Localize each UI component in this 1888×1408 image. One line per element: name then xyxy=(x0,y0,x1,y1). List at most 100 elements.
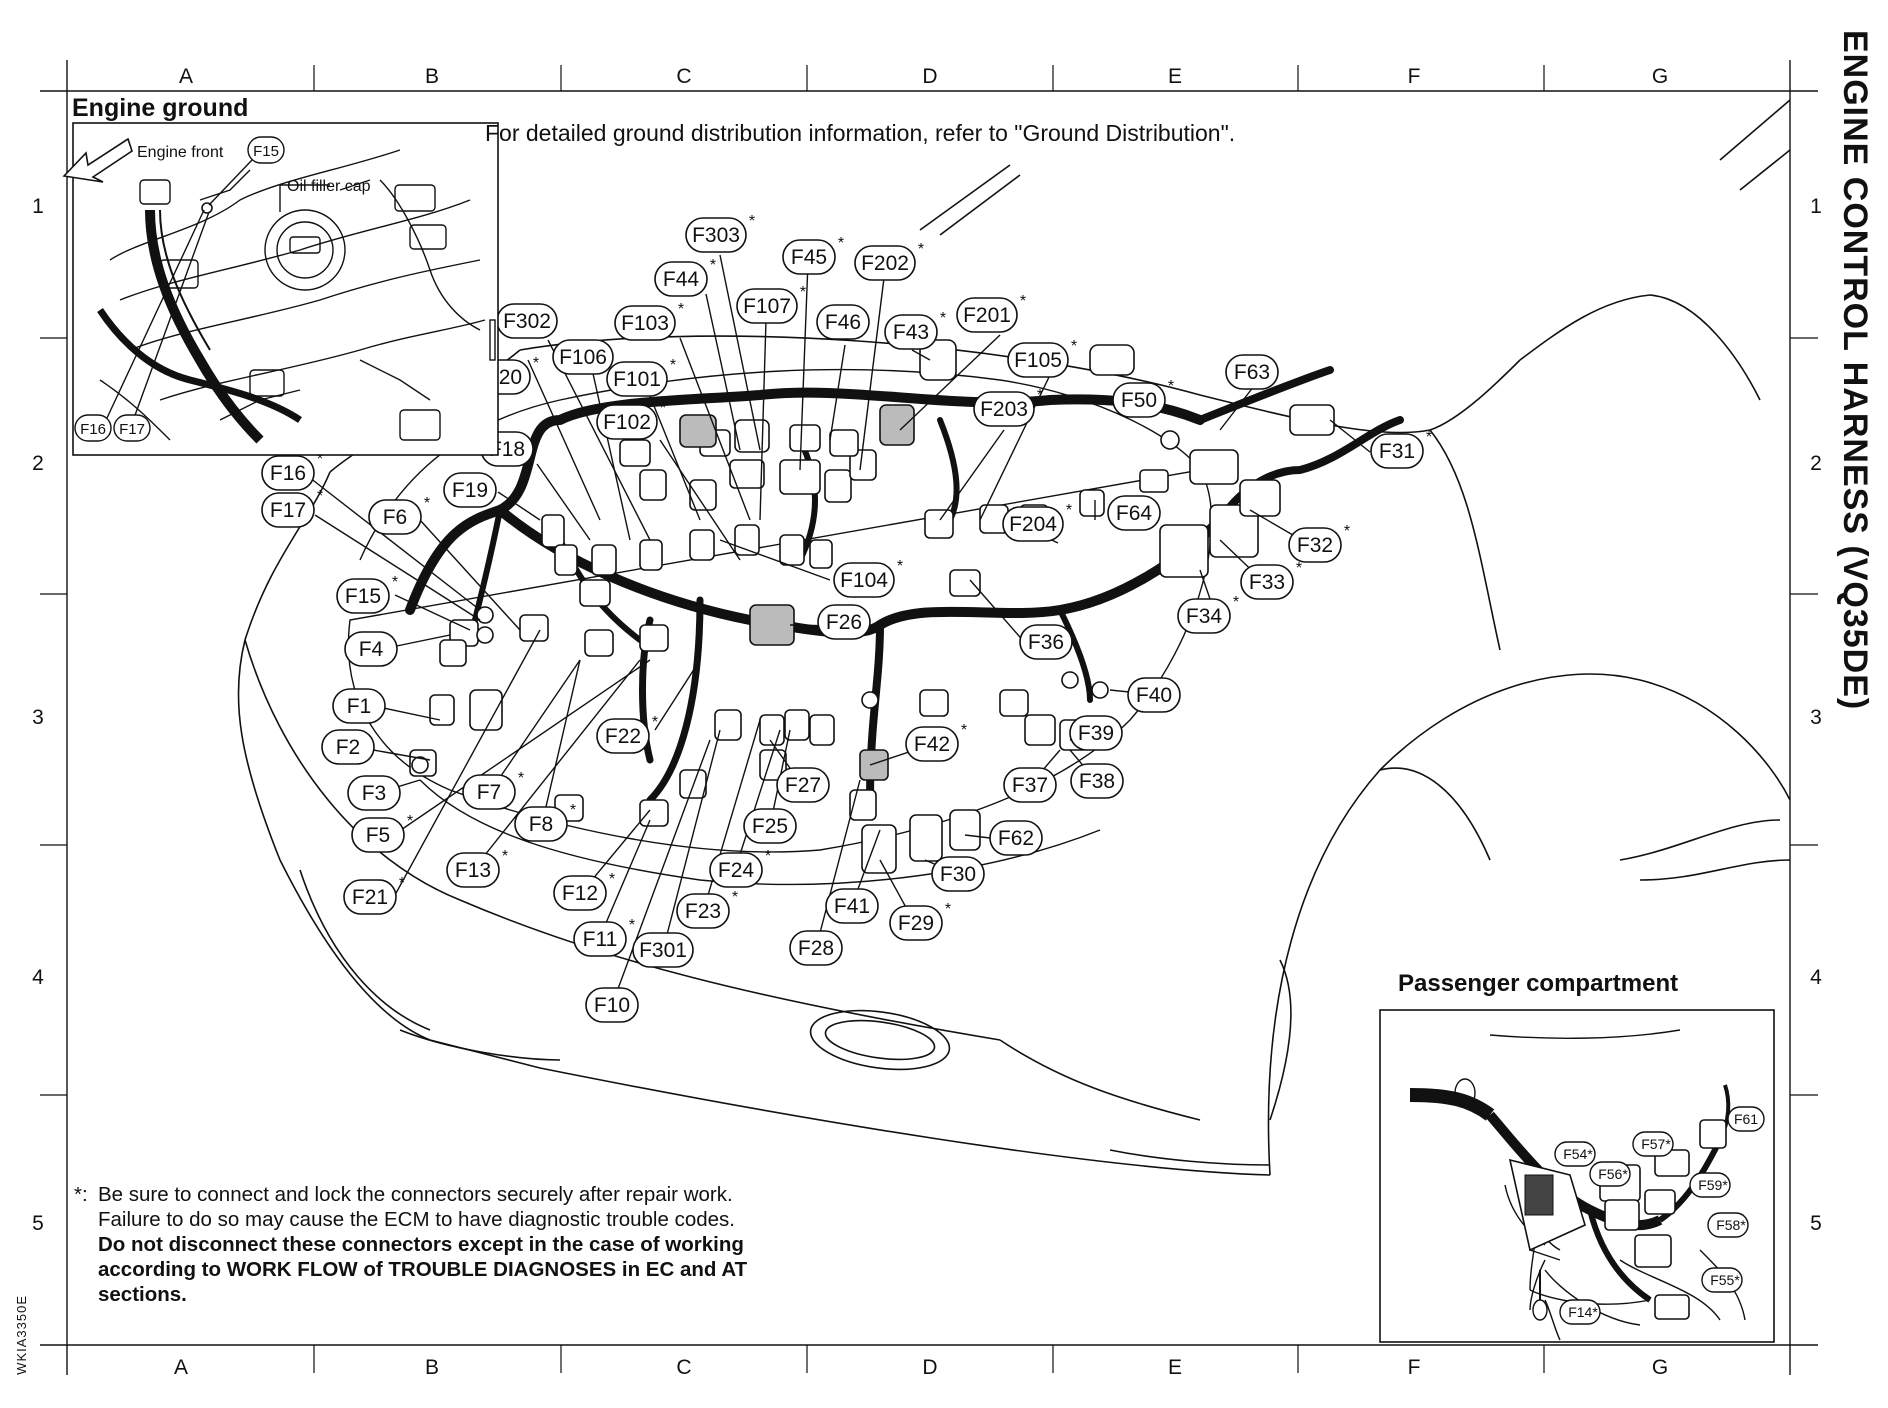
col-label-top: A xyxy=(179,65,193,88)
connector-F102: F102* xyxy=(596,400,666,440)
connector-F202: F202* xyxy=(854,241,924,281)
svg-text:F43: F43 xyxy=(893,321,929,344)
svg-text:*: * xyxy=(536,427,542,444)
svg-text:*: * xyxy=(732,889,738,906)
connector-F40: F40 xyxy=(1127,677,1181,713)
svg-text:*: * xyxy=(392,574,398,591)
row-label-right: 4 xyxy=(1810,966,1822,989)
svg-text:F11: F11 xyxy=(583,928,618,951)
svg-text:F27: F27 xyxy=(785,774,821,797)
inset-connector-F56: F56* xyxy=(1598,1166,1628,1182)
svg-text:F38: F38 xyxy=(1079,770,1115,793)
connector-F303: F303* xyxy=(685,213,755,253)
svg-text:F201: F201 xyxy=(963,304,1011,327)
svg-text:F16: F16 xyxy=(270,462,306,485)
engine-front-arrow-icon xyxy=(62,137,133,183)
svg-text:*: * xyxy=(502,848,508,865)
connector-F22: F22* xyxy=(596,714,658,754)
svg-text:F1: F1 xyxy=(347,695,372,718)
svg-text:F104: F104 xyxy=(840,569,888,592)
svg-text:F6: F6 xyxy=(383,506,408,529)
connector-F44: F44* xyxy=(654,257,716,297)
connector-F204: F204 * xyxy=(1002,502,1072,542)
connector-F12: F12 * xyxy=(553,871,615,911)
svg-text:*: * xyxy=(1168,378,1174,395)
oil-filler-cap-label: Oil filler cap xyxy=(287,178,371,195)
svg-text:*: * xyxy=(961,722,967,739)
footnote-warning-line: according to WORK FLOW of TROUBLE DIAGNO… xyxy=(98,1258,748,1281)
connector-F301: F301 xyxy=(632,932,694,968)
connector-F26: F26 xyxy=(817,604,871,640)
connector-F36: F36 xyxy=(1019,624,1073,660)
row-label-left: 1 xyxy=(32,195,44,218)
inset-connector-F17: F17 xyxy=(119,421,145,438)
svg-text:*: * xyxy=(1233,594,1239,611)
row-label-right: 3 xyxy=(1810,706,1822,729)
connector-F103: F103* xyxy=(614,301,684,341)
connector-F5: F5* xyxy=(351,813,413,853)
connector-F24: F24* xyxy=(709,848,771,888)
svg-text:F106: F106 xyxy=(559,346,607,369)
vehicle-outline xyxy=(237,99,1791,1176)
footnote: *: Be sure to connect and lock the conne… xyxy=(74,1182,874,1307)
svg-text:F28: F28 xyxy=(798,937,834,960)
connector-F6: F6* xyxy=(368,495,430,535)
svg-text:F105: F105 xyxy=(1014,349,1062,372)
svg-text:F62: F62 xyxy=(998,827,1034,850)
svg-text:F31: F31 xyxy=(1379,440,1415,463)
svg-text:*: * xyxy=(609,871,615,888)
svg-text:F302: F302 xyxy=(503,310,551,333)
connector-F45: F45* xyxy=(782,235,844,275)
row-label-left: 3 xyxy=(32,706,44,729)
svg-text:*: * xyxy=(652,714,658,731)
col-label-top: G xyxy=(1652,65,1668,88)
svg-text:F24: F24 xyxy=(718,859,755,882)
row-label-left: 5 xyxy=(32,1212,44,1235)
col-label-top: D xyxy=(922,65,937,88)
svg-text:F45: F45 xyxy=(791,246,827,269)
connector-F2: F2 xyxy=(321,729,375,765)
svg-text:F103: F103 xyxy=(621,312,669,335)
footnote-warning-line: Do not disconnect these connectors excep… xyxy=(98,1233,744,1256)
inset-connector-F57: F57* xyxy=(1641,1136,1671,1152)
connector-F46: F46 xyxy=(816,304,870,340)
connector-F10: F10 xyxy=(585,987,639,1023)
svg-text:*: * xyxy=(1071,338,1077,355)
col-label-top: E xyxy=(1168,65,1182,88)
inset-connector-F59: F59* xyxy=(1698,1177,1728,1193)
svg-text:*: * xyxy=(407,813,413,830)
svg-text:F50: F50 xyxy=(1121,389,1157,412)
svg-text:F303: F303 xyxy=(692,224,740,247)
connector-F39: F39 xyxy=(1069,715,1123,751)
svg-text:*: * xyxy=(317,488,323,505)
connector-F104: F104* xyxy=(833,558,903,598)
svg-text:F301: F301 xyxy=(639,939,687,962)
connector-F201: F201* xyxy=(956,293,1026,333)
svg-text:*: * xyxy=(710,257,716,274)
col-label-bottom: B xyxy=(425,1356,439,1379)
svg-text:F204: F204 xyxy=(1009,513,1057,536)
row-label-right: 2 xyxy=(1810,452,1822,475)
svg-text:*: * xyxy=(1066,502,1072,519)
connector-F106: F106 xyxy=(552,339,614,375)
connector-F63: F63 xyxy=(1225,354,1279,390)
connector-F41: F41 xyxy=(825,888,879,924)
svg-text:F32: F32 xyxy=(1297,534,1333,557)
svg-text:F202: F202 xyxy=(861,252,909,275)
connector-F101: F101* xyxy=(606,357,676,397)
svg-text:*: * xyxy=(1296,560,1302,577)
col-label-bottom: D xyxy=(922,1356,937,1379)
svg-text:*: * xyxy=(518,770,524,787)
col-label-bottom: F xyxy=(1408,1356,1421,1379)
inset-connector-F61: F61 xyxy=(1734,1111,1758,1127)
svg-text:F12: F12 xyxy=(562,882,598,905)
ground-distribution-note: For detailed ground distribution informa… xyxy=(485,120,1236,146)
col-label-bottom: C xyxy=(676,1356,691,1379)
connector-F64: F64 xyxy=(1107,495,1161,531)
svg-text:*: * xyxy=(800,284,806,301)
connector-F27: F27 xyxy=(776,767,830,803)
connector-F107: F107* xyxy=(736,284,806,324)
svg-text:*: * xyxy=(945,901,951,918)
svg-text:*: * xyxy=(629,917,635,934)
